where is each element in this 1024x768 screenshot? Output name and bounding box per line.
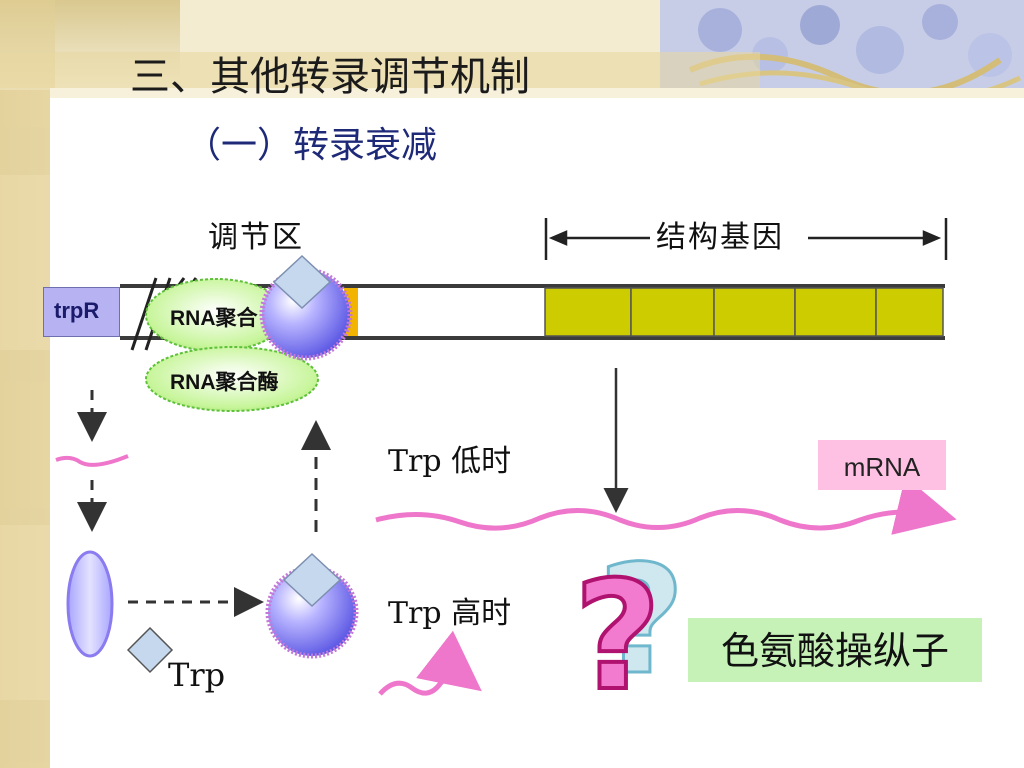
trpR-label: trpR (54, 298, 100, 323)
structural-genes (544, 287, 944, 337)
gene-segment (875, 287, 944, 337)
regulatory-region-label: 调节区 (208, 220, 304, 255)
question-mark-icon: ? ? (572, 545, 687, 726)
structural-genes-label: 结构基因 (652, 212, 788, 256)
trpR-gene-box: trpR (43, 287, 120, 337)
operator-label: 色氨酸操纵子 (720, 629, 949, 673)
trp-label: Trp (168, 656, 226, 694)
rna-polymerase-bottom (145, 346, 319, 412)
gene-segment (794, 287, 877, 337)
rna-polymerase-label-top: RNA聚合 (170, 307, 258, 330)
gene-segment (544, 287, 632, 337)
trp-molecule (126, 626, 174, 674)
gene-segment (713, 287, 796, 337)
repressor-mrna-wave (55, 454, 129, 467)
mrna-label: mRNA (843, 452, 921, 482)
operator-label-box: 色氨酸操纵子 (688, 618, 982, 682)
trp-high-label: Trp 高时 (388, 596, 512, 631)
structural-gene-bracket (544, 218, 948, 260)
repressor-active (265, 552, 359, 659)
mrna-wave-long (375, 476, 957, 535)
mrna-wave-short (378, 630, 482, 696)
slide-title: 三、其他转录调节机制 (130, 54, 530, 100)
slide-subtitle: （一）转录衰减 (185, 125, 438, 166)
trp-low-label: Trp 低时 (388, 444, 512, 479)
repressor-bound (259, 254, 353, 361)
rna-polymerase-label-bottom: RNA聚合酶 (170, 371, 279, 394)
question-mark-front: ? (572, 550, 663, 724)
mrna-label-box: mRNA (818, 440, 946, 490)
aporepressor (66, 550, 114, 658)
question-mark-shadow: ? (596, 534, 686, 708)
gene-segment (630, 287, 715, 337)
